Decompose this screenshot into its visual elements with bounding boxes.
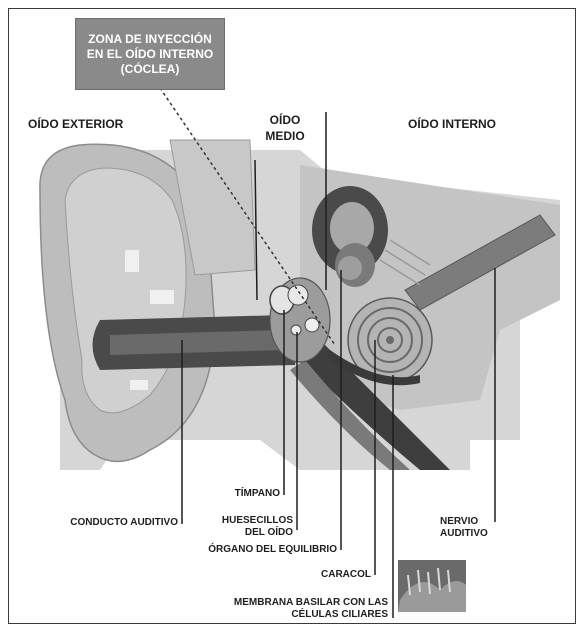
incus: [305, 318, 319, 332]
label-nervio-2: AUDITIVO: [440, 528, 488, 540]
region-middle-ear-line-2: MEDIO: [262, 129, 308, 143]
stapes: [291, 325, 301, 335]
label-membrana-1: MEMBRANA BASILAR CON LAS: [200, 597, 388, 609]
label-huesecillos-2: DEL OÍDO: [195, 527, 293, 539]
cochlea-center: [386, 336, 394, 344]
label-huesecillos-1: HUESECILLOS: [195, 515, 293, 527]
injection-zone-line-2: EN EL OÍDO INTERNO: [87, 47, 213, 62]
injection-zone-line-1: ZONA DE INYECCIÓN: [88, 32, 212, 47]
label-caracol: CARACOL: [300, 569, 371, 581]
region-outer-ear: OÍDO EXTERIOR: [28, 117, 123, 131]
injection-zone-line-3: (CÓCLEA): [121, 62, 180, 77]
label-organo-equilibrio: ÓRGANO DEL EQUILIBRIO: [180, 544, 337, 556]
label-membrana-2: CÉLULAS CILIARES: [200, 609, 388, 621]
label-conducto-auditivo: CONDUCTO AUDITIVO: [30, 517, 178, 529]
label-timpano: TÍMPANO: [180, 488, 280, 500]
cartilage-block-2: [150, 290, 174, 304]
cartilage-block-1: [125, 250, 139, 272]
region-middle-ear-line-1: OÍDO: [262, 113, 308, 127]
cartilage-block-3: [130, 380, 148, 390]
region-inner-ear: OÍDO INTERNO: [408, 117, 496, 131]
injection-zone-box: ZONA DE INYECCIÓN EN EL OÍDO INTERNO (CÓ…: [75, 18, 225, 90]
label-nervio-1: NERVIO: [440, 516, 478, 528]
